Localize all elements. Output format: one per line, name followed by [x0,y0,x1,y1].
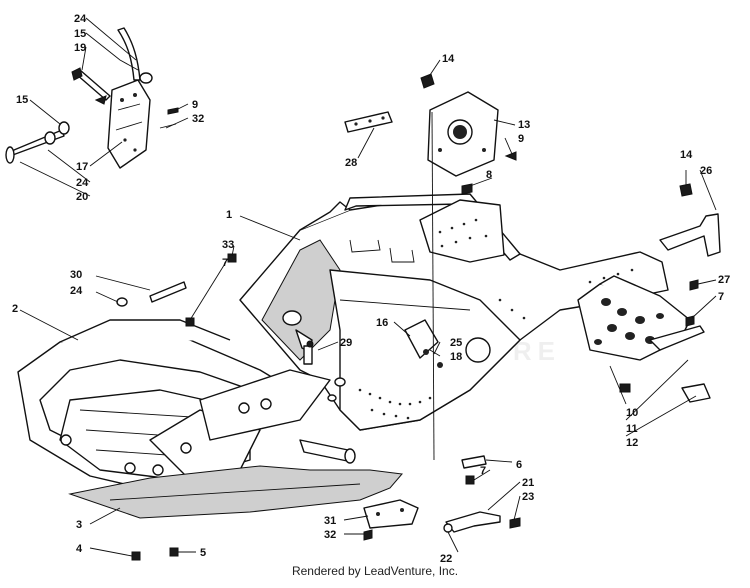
callout-2: 2 [12,303,18,315]
callout-10: 10 [626,407,638,419]
callout-32: 32 [192,113,204,125]
screw-8 [461,183,473,195]
callout-27: 27 [718,274,730,286]
callout-9: 9 [518,133,524,145]
latch-22 [443,511,501,533]
rivet-4 [131,551,141,561]
bolt-30 [149,281,187,303]
rivet-33 [227,253,237,263]
callout-18: 18 [450,351,462,363]
callout-14: 14 [680,149,693,161]
callout-9: 9 [192,99,198,111]
footrest-assembly [577,275,711,403]
plate-28 [344,111,393,133]
washer-24 [116,297,128,307]
callout-20: 20 [76,191,88,203]
rivet-7-lower [465,475,475,485]
bracket-13 [420,73,499,177]
callout-30: 30 [70,269,82,281]
callout-25: 25 [450,337,462,349]
callout-6: 6 [516,459,522,471]
callout-16: 16 [376,317,388,329]
callout-1: 1 [226,209,232,221]
callout-7: 7 [480,465,486,477]
frame-1 [239,193,669,431]
leader-lines [19,17,717,557]
callout-28: 28 [345,157,357,169]
callout-4: 4 [76,543,83,555]
callout-8: 8 [486,169,492,181]
callout-24: 24 [76,177,89,189]
callout-24: 24 [70,285,83,297]
bracket-31 [363,499,419,529]
callout-labels: 24 15 19 15 9 32 17 24 20 14 13 9 8 28 1… [12,13,730,565]
callout-17: 17 [76,161,88,173]
callout-12: 12 [626,437,638,449]
callout-22: 22 [440,553,452,565]
callout-26: 26 [700,165,712,177]
belly-pan-3 [68,465,403,519]
callout-13: 13 [518,119,530,131]
callout-24: 24 [74,13,87,25]
callout-11: 11 [626,423,638,435]
screw-9 [504,151,517,161]
screw-27 [689,279,699,291]
callout-7: 7 [718,291,724,303]
callout-32: 32 [324,529,336,541]
credit-text: Rendered by LeadVenture, Inc. [291,564,459,578]
front-frame-2 [17,319,356,491]
callout-29: 29 [340,337,352,349]
callout-21: 21 [522,477,534,489]
callout-7: 7 [222,257,228,269]
callout-23: 23 [522,491,534,503]
callout-15: 15 [16,94,28,106]
post-29 [306,340,314,348]
callout-33: 33 [222,239,234,251]
callout-5: 5 [200,547,206,559]
bracket-assembly-17 [5,27,179,169]
callout-3: 3 [76,519,82,531]
screw-32-lower [363,529,373,541]
handle-26 [659,183,721,257]
screw-23 [509,517,521,529]
callout-31: 31 [324,515,336,527]
callout-19: 19 [74,42,86,54]
callout-15: 15 [74,28,86,40]
rivet-5 [169,547,179,557]
callout-14: 14 [442,53,455,65]
bracket-6 [461,455,487,469]
